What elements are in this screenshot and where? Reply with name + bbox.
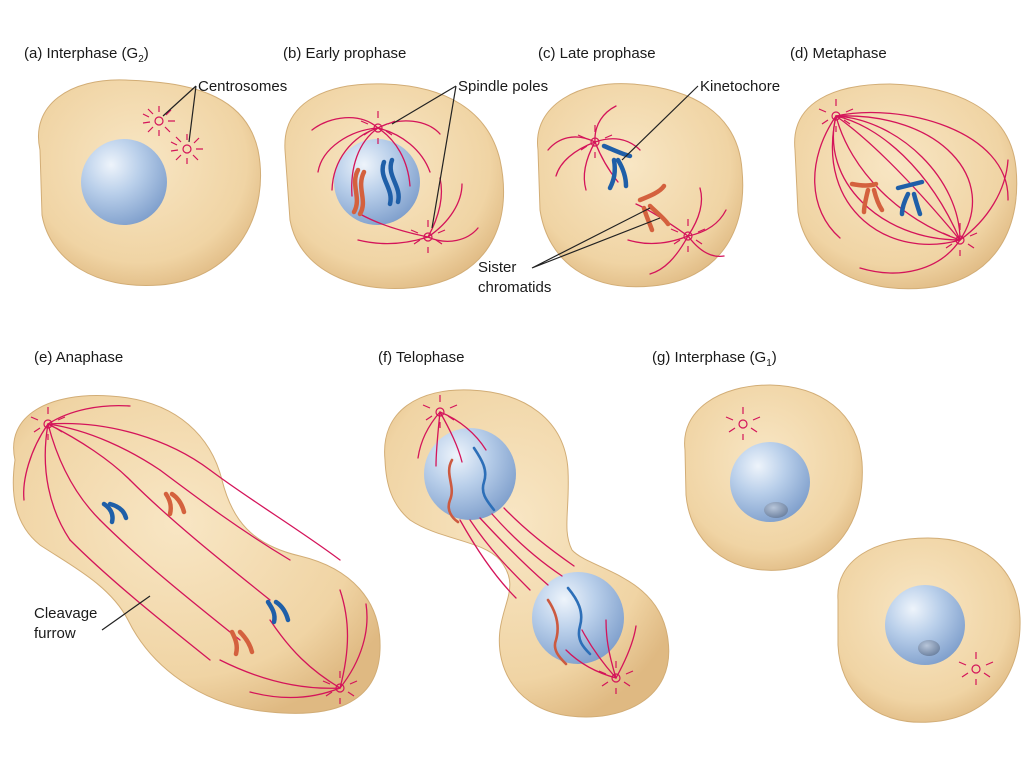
cell-g-interphase-g1-bottom [837, 537, 1021, 723]
nucleus [81, 139, 167, 225]
chromosome [101, 501, 115, 525]
cell-g-interphase-g1-top [684, 384, 863, 571]
chromosome [641, 205, 655, 233]
centrosome [410, 220, 446, 253]
panel-title-g: (g) Interphase (G1) [652, 349, 777, 369]
label-centrosomes: Centrosomes [198, 78, 287, 95]
centrosome [958, 652, 994, 685]
nucleus [334, 139, 420, 225]
centrosome [360, 111, 396, 144]
cell-a-interphase-g2 [38, 79, 262, 287]
chromosome [351, 167, 361, 215]
chromosome [861, 187, 871, 215]
chromatin [472, 446, 496, 512]
chromosome [169, 491, 187, 515]
chromosome [229, 629, 240, 657]
chromatin [546, 598, 568, 666]
chromosome [357, 169, 367, 217]
leader-kinetochore [621, 85, 699, 161]
panel-title-c: (c) Late prophase [538, 45, 656, 62]
centrosome [598, 661, 634, 694]
microtubules [417, 411, 637, 679]
nucleus [885, 585, 965, 665]
nucleus [424, 428, 516, 520]
microtubules [547, 105, 727, 275]
microtubules [814, 111, 1009, 274]
panel-title-e: (e) Anaphase [34, 349, 123, 366]
chromosome [637, 183, 667, 203]
chromosome [895, 179, 925, 191]
centrosome [422, 395, 458, 428]
centrosome [725, 407, 761, 440]
chromosome [607, 157, 618, 191]
label-kinetochore: Kinetochore [700, 78, 780, 95]
leader-sister-chromatids [531, 207, 661, 269]
panel-title-f: (f) Telophase [378, 349, 464, 366]
leader-spindle-poles [391, 85, 457, 229]
leader-cleavage-furrow [101, 595, 151, 631]
nucleus [532, 572, 624, 664]
nucleolus [918, 640, 940, 656]
panel-title-b: (b) Early prophase [283, 45, 406, 62]
chromosome [237, 629, 255, 655]
chromosome [107, 501, 129, 521]
chromosome [273, 599, 291, 623]
panel-title-d: (d) Metaphase [790, 45, 887, 62]
panel-title-a: (a) Interphase (G2) [24, 45, 149, 65]
chromosome [911, 191, 923, 217]
label-sister-line2: chromatids [478, 279, 551, 296]
chromosome [647, 203, 671, 227]
label-cleavage-line2: furrow [34, 625, 76, 642]
chromosome [380, 159, 393, 207]
chromosome [871, 187, 885, 213]
chromosome [601, 143, 633, 159]
chromatin [447, 458, 460, 524]
chromosome [388, 157, 401, 205]
centrosome [818, 99, 854, 132]
chromosome [265, 599, 277, 625]
centrosome [30, 407, 66, 440]
centrosome [170, 134, 203, 164]
cell-b-early-prophase [284, 83, 505, 289]
chromatin [566, 586, 592, 656]
label-sister-line1: Sister [478, 259, 516, 276]
leader-centrosomes [162, 85, 197, 143]
chromosome [163, 491, 174, 517]
cell-e-anaphase [12, 395, 381, 714]
nucleolus [764, 502, 788, 518]
nucleus [730, 442, 810, 522]
chromosome [899, 191, 911, 217]
centrosome [670, 219, 706, 252]
centrosome [942, 223, 978, 256]
cell-d-metaphase [794, 83, 1018, 290]
chromosome [615, 157, 629, 189]
chromosome [849, 181, 879, 188]
label-spindle-poles: Spindle poles [458, 78, 548, 95]
centrosome [322, 671, 358, 704]
cell-f-telophase [384, 389, 670, 718]
cell-c-late-prophase [537, 83, 744, 288]
microtubules [311, 116, 479, 245]
label-cleavage-line1: Cleavage [34, 605, 97, 622]
microtubules [23, 404, 368, 699]
centrosome [142, 106, 175, 136]
